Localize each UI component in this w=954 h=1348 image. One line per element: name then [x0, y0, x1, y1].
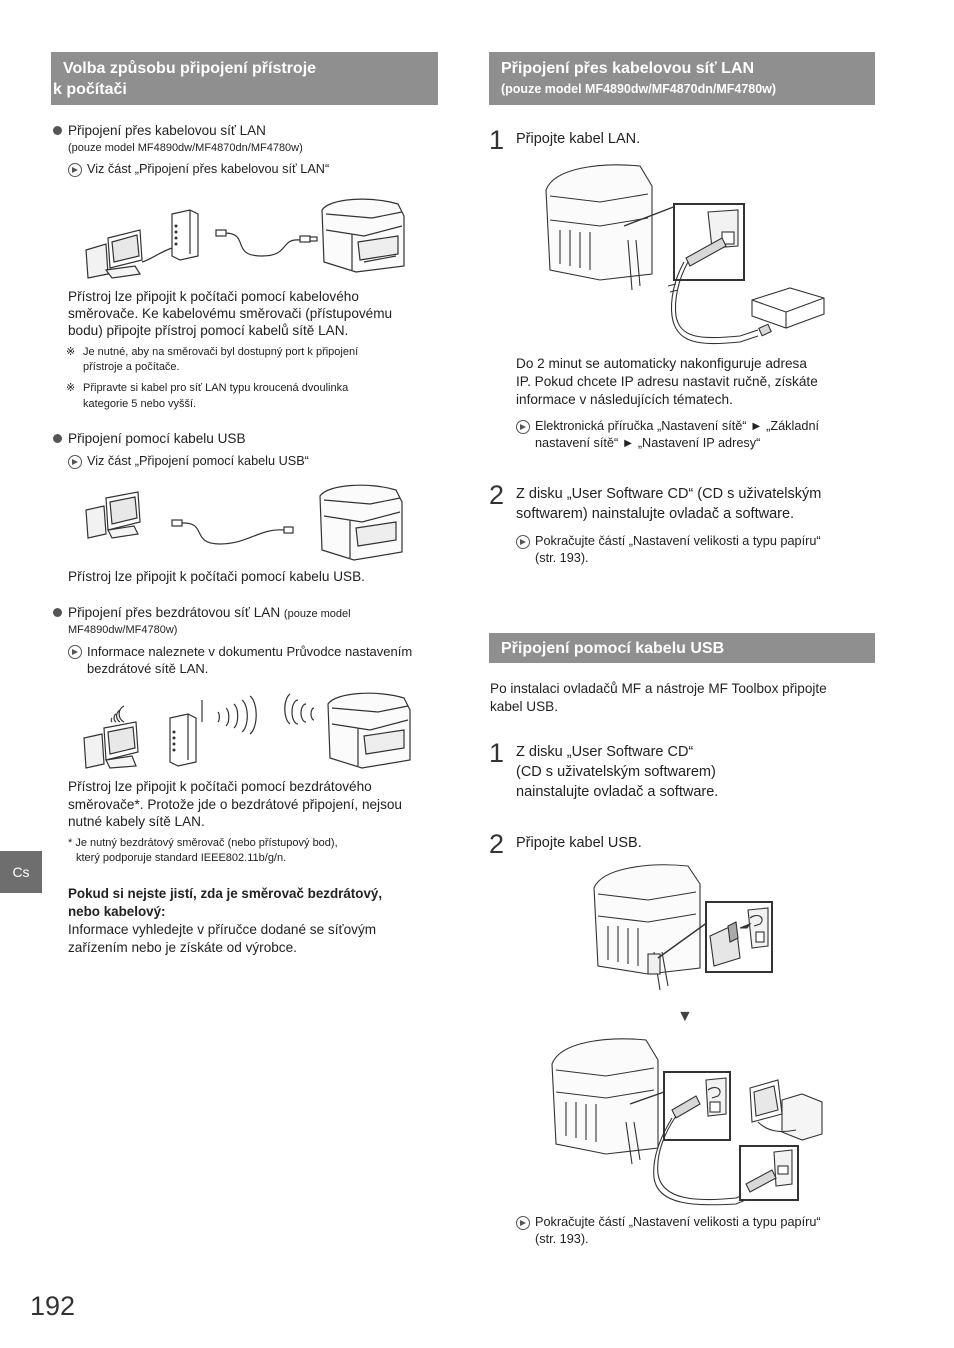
usb-step2-text: Připojte kabel USB. [516, 835, 642, 851]
unsure-bold-2: nebo kabelový: [68, 904, 166, 919]
lan-note-2b: kategorie 5 nebo vyšší. [83, 398, 197, 410]
usb-title: Připojení pomocí kabelu USB [68, 431, 246, 446]
language-tab: Cs [0, 851, 42, 893]
lan-note-2a: Připravte si kabel pro síť LAN typu krou… [83, 382, 349, 394]
wireless-connection-illustration [83, 692, 411, 769]
step2-reference-2: (str. 193). [535, 551, 589, 565]
usb-cable-to-computer-illustration [551, 1038, 823, 1206]
unsure-text-2: zařízením nebo je získáte od výrobce. [68, 940, 297, 955]
reference-arrow-icon [68, 645, 82, 659]
section-header-usb: Připojení pomocí kabelu USB [489, 633, 875, 663]
wlan-models-b: MF4890dw/MF4780w) [68, 624, 178, 636]
unsure-text-1: Informace vyhledejte v příručce dodané s… [68, 922, 377, 937]
lan-note-1b: přístroje a počítače. [83, 361, 180, 373]
usb-port-illustration [593, 864, 773, 991]
bullet-icon [53, 608, 62, 617]
usb-step1-line-3: nainstalujte ovladač a software. [516, 784, 719, 800]
reference-arrow-icon [68, 163, 82, 177]
bullet-icon [53, 126, 62, 135]
usb-connection-illustration [85, 484, 403, 561]
step-number: 2 [489, 829, 505, 859]
step-number: 1 [489, 125, 505, 155]
usb-intro-1: Po instalaci ovladačů MF a nástroje MF T… [490, 681, 827, 696]
lan-title: Připojení přes kabelovou síť LAN [68, 123, 266, 138]
lan-models: (pouze model MF4890dw/MF4870dn/MF4780w) [68, 142, 303, 154]
wlan-models-a: (pouze model [283, 608, 351, 620]
lan-cable-connection-illustration [545, 164, 825, 345]
step1-desc-1: Do 2 minut se automaticky nakonfiguruje … [516, 356, 807, 371]
unsure-bold-1: Pokud si nejste jistí, zda je směrovač b… [68, 886, 383, 901]
step1-reference-2: nastavení sítě“ ► „Nastavení IP adresy“ [535, 436, 761, 450]
header-line-2: k počítači [53, 81, 127, 98]
section-header-wired-lan: Připojení přes kabelovou síť LAN (pouze … [489, 52, 875, 105]
down-arrow-icon: ▼ [677, 1008, 693, 1025]
step2-text-2: softwarem) nainstalujte ovladač a softwa… [516, 506, 795, 522]
lan-connection-illustration [85, 198, 405, 279]
reference-arrow-icon [68, 455, 82, 469]
wlan-description-1: Přístroj lze připojit k počítači pomocí … [68, 779, 372, 794]
usb-step1-line-1: Z disku „User Software CD“ [516, 744, 694, 760]
note-mark: ※ [66, 382, 76, 394]
usb-intro-2: kabel USB. [490, 699, 559, 714]
wlan-description-3: nutné kabely sítě LAN. [68, 814, 205, 829]
header-title: Připojení pomocí kabelu USB [501, 640, 725, 657]
wlan-title: Připojení přes bezdrátovou síť LAN (pouz… [68, 604, 351, 622]
note-mark: ※ [66, 346, 76, 358]
step2-text-1: Z disku „User Software CD“ (CD s uživate… [516, 486, 822, 502]
usb-reference-1: Pokračujte částí „Nastavení velikosti a … [535, 1215, 821, 1229]
wlan-footnote-2: který podporuje standard IEEE802.11b/g/n… [76, 852, 287, 864]
usb-reference: Viz část „Připojení pomocí kabelu USB“ [87, 454, 309, 468]
header-title: Připojení přes kabelovou síť LAN [501, 60, 755, 77]
header-line-1: Volba způsobu připojení přístroje [63, 60, 317, 77]
wlan-title-text: Připojení přes bezdrátovou síť LAN [68, 605, 281, 620]
usb-description: Přístroj lze připojit k počítači pomocí … [68, 569, 365, 584]
wlan-footnote-1: * Je nutný bezdrátový směrovač (nebo pří… [68, 837, 338, 849]
reference-arrow-icon [516, 535, 530, 549]
step2-reference-1: Pokračujte částí „Nastavení velikosti a … [535, 534, 821, 548]
lan-reference: Viz část „Připojení přes kabelovou síť L… [87, 162, 330, 176]
reference-arrow-icon [516, 1216, 530, 1230]
step1-desc-2: IP. Pokud chcete IP adresu nastavit ručn… [516, 374, 818, 389]
lan-note-1a: Je nutné, aby na směrovači byl dostupný … [83, 346, 359, 358]
section-header-connection-method: Volba způsobu připojení přístroje k počí… [51, 52, 438, 105]
step-number: 1 [489, 738, 505, 768]
header-models: (pouze model MF4890dw/MF4870dn/MF4780w) [501, 82, 777, 96]
wlan-description-2: směrovače*. Protože jde o bezdrátové při… [68, 797, 402, 812]
bullet-icon [53, 434, 62, 443]
step1-text: Připojte kabel LAN. [516, 131, 641, 147]
step-number: 2 [489, 480, 505, 510]
step1-desc-3: informace v následujících tématech. [516, 392, 733, 407]
lan-description-line-2: směrovače. Ke kabelovému směrovači (přís… [68, 306, 393, 321]
page-number: 192 [30, 1291, 76, 1321]
wlan-reference-2: bezdrátové sítě LAN. [87, 661, 209, 676]
usb-step1-line-2: (CD s uživatelským softwarem) [516, 764, 716, 780]
wlan-reference-1: Informace naleznete v dokumentu Průvodce… [87, 644, 413, 659]
lan-description-line-3: bodu) připojte přístroj pomocí kabelů sí… [68, 323, 349, 338]
reference-arrow-icon [516, 420, 530, 434]
language-tab-label: Cs [12, 864, 30, 880]
usb-reference-2: (str. 193). [535, 1232, 589, 1246]
lan-description-line-1: Přístroj lze připojit k počítači pomocí … [68, 289, 359, 304]
step1-reference-1: Elektronická příručka „Nastavení sítě“ ►… [535, 419, 820, 433]
